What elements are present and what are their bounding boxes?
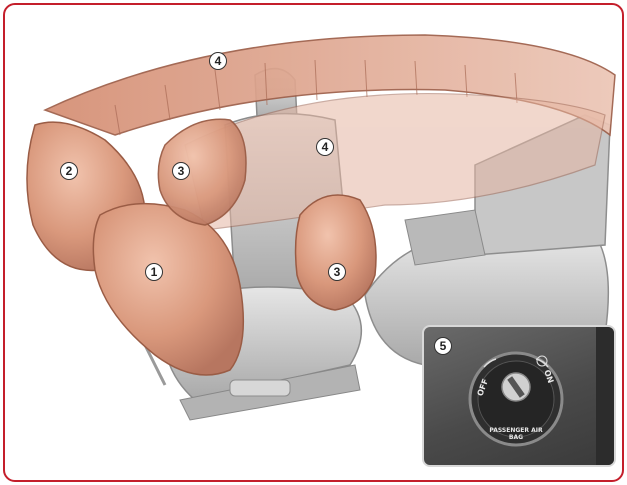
marker-curtain-airbag-top: 4 [209, 52, 227, 70]
marker-side-airbag-front: 3 [172, 162, 190, 180]
marker-passenger-switch: 5 [434, 337, 452, 355]
marker-side-airbag-rear: 3 [328, 263, 346, 281]
front-airbag [93, 204, 243, 375]
marker-knee-airbag: 2 [60, 162, 78, 180]
passenger-airbag-switch-panel: 5 OFF ON PASSENGER AIR BAG [422, 325, 616, 467]
marker-front-airbag: 1 [145, 263, 163, 281]
switch-graphic [424, 327, 614, 465]
side-airbag-rear [296, 195, 376, 310]
switch-caption: PASSENGER AIR BAG [486, 427, 546, 441]
diagram-frame: 1 2 3 4 4 3 5 OFF ON PASSENGER AIR BAG [3, 3, 624, 482]
marker-curtain-airbag-side: 4 [316, 138, 334, 156]
